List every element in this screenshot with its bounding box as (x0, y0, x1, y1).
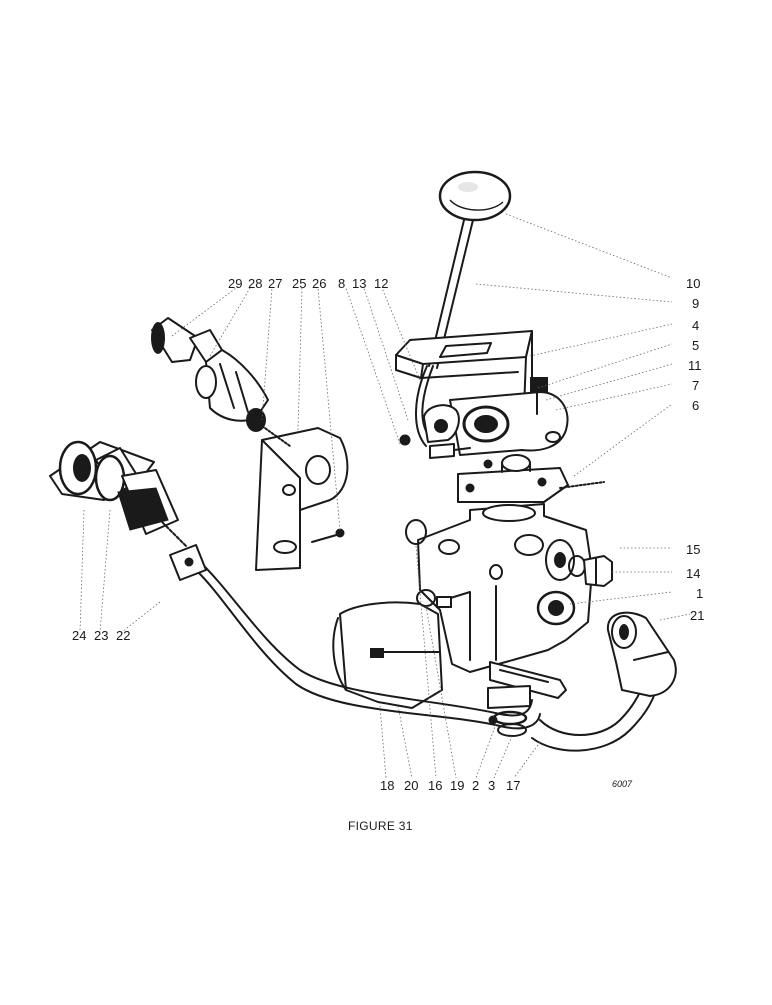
callout-2: 2 (472, 778, 479, 793)
callout-19: 19 (450, 778, 464, 793)
callout-3: 3 (488, 778, 495, 793)
leader-lines (79, 213, 691, 779)
callout-23: 23 (94, 628, 108, 643)
callout-7: 7 (692, 378, 699, 393)
adjusting-screw (530, 377, 548, 415)
callout-17: 17 (506, 778, 520, 793)
callout-20: 20 (404, 778, 418, 793)
callout-14: 14 (686, 566, 700, 581)
callout-6: 6 (692, 398, 699, 413)
callout-13: 13 (352, 276, 366, 291)
dust-cap-adapter (49, 440, 187, 547)
pivot-housing (399, 391, 569, 459)
callout-12: 12 (374, 276, 388, 291)
callout-28: 28 (248, 276, 262, 291)
drawing-reference: 6007 (612, 779, 633, 789)
callout-21: 21 (690, 608, 704, 623)
callout-26: 26 (312, 276, 326, 291)
callout-11: 11 (688, 358, 702, 373)
figure-caption: FIGURE 31 (348, 819, 413, 833)
callout-18: 18 (380, 778, 394, 793)
callout-27: 27 (268, 276, 282, 291)
callout-15: 15 (686, 542, 700, 557)
valve-body (417, 503, 593, 673)
callout-labels: 29 28 27 25 26 8 13 12 10 9 4 5 11 7 6 1… (72, 276, 704, 793)
callout-4: 4 (692, 318, 699, 333)
callout-10: 10 (686, 276, 700, 291)
port-plug (568, 555, 613, 587)
hose-bracket (255, 427, 349, 571)
elbow-fitting (606, 611, 677, 697)
callout-9: 9 (692, 296, 699, 311)
callout-25: 25 (292, 276, 306, 291)
callout-8: 8 (338, 276, 345, 291)
callout-5: 5 (692, 338, 699, 353)
callout-29: 29 (228, 276, 242, 291)
lever-knob (438, 170, 512, 222)
mounting-plate (457, 454, 605, 503)
callout-22: 22 (116, 628, 130, 643)
callout-1: 1 (696, 586, 703, 601)
callout-24: 24 (72, 628, 86, 643)
o-ring-top (405, 519, 427, 545)
callout-16: 16 (428, 778, 442, 793)
end-cover (332, 601, 567, 709)
quick-coupling (151, 317, 291, 447)
